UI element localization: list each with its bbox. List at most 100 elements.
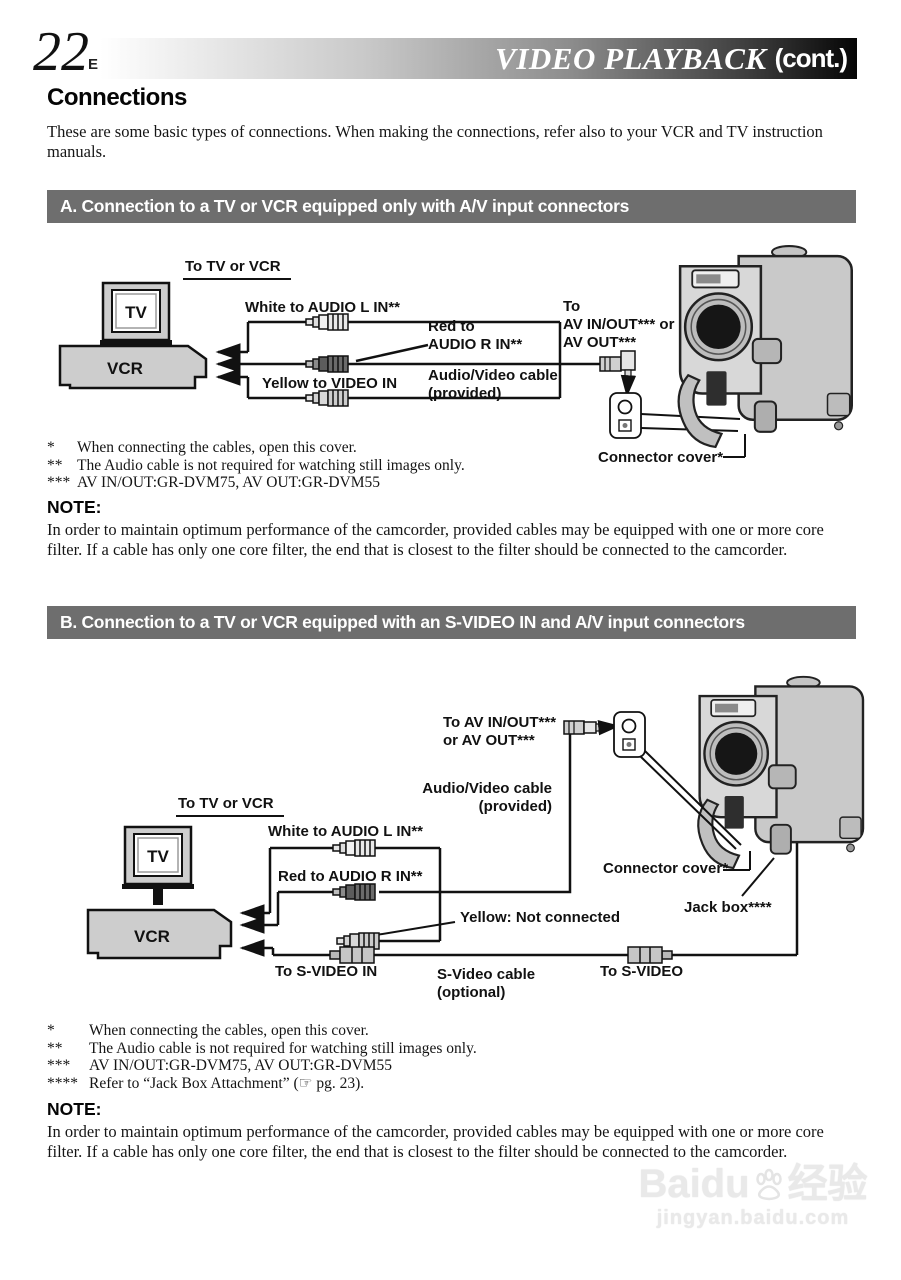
rca-plug-white-a [305,313,349,331]
section-a-title-bar: A. Connection to a TV or VCR equipped on… [47,190,856,223]
av-cable-label-a-line2: (provided) [428,385,502,402]
vcr-b-label: VCR [134,927,170,946]
header-title: VIDEO PLAYBACK [495,40,767,76]
white-plug-label-a: White to AUDIO L IN** [245,299,400,316]
av-cable-label-b: Audio/Video cable (provided) [380,780,552,816]
tv-a-label: TV [125,303,147,322]
footnote-row: **** Refer to “Jack Box Attachment” (☞ p… [47,1075,857,1093]
rca-plug-red-a [305,355,349,373]
vcr-b-illustration: VCR [86,908,233,960]
footnote-mark: **** [47,1074,78,1092]
diagram-a: TV VCR [58,244,853,458]
av-cable-label-a: Audio/Video cable (provided) [428,367,558,403]
baidu-paw-icon [755,1168,782,1201]
watermark-url: jingyan.baidu.com [656,1207,850,1229]
to-svideo-label: To S-VIDEO [600,963,684,980]
note-heading-a: NOTE: [47,497,102,517]
page-number: 22 [33,21,89,83]
footnotes-a: * When connecting the cables, open this … [47,439,857,492]
watermark: Baidu 经验 jingyan.baidu.com [618,1162,888,1230]
connector-cover-pointer-b [723,851,751,871]
rca-plug-yellow-b [336,932,380,950]
vcr-a-input-arrows [215,322,306,398]
vcr-a-label: VCR [107,359,143,378]
footnote-mark: ** [47,1039,63,1057]
diagram-b: TV VCR [86,675,865,964]
jack-box-pointer [741,857,775,897]
av-jack-label-b-line1: To AV IN/OUT*** [443,714,557,731]
footnote-mark: * [47,439,55,456]
red-plug-label-a-line2: AUDIO R IN** [428,336,523,353]
footnote-text: AV IN/OUT:GR-DVM75, AV OUT:GR-DVM55 [89,1057,393,1074]
rca-plug-yellow-a [305,389,349,407]
footnote-mark: *** [47,1057,71,1074]
svideo-connector-left [329,946,375,964]
jack-box-label: Jack box**** [684,899,772,916]
footnote-text: Refer to “Jack Box Attachment” (☞ pg. 23… [89,1074,365,1092]
footnote-mark: *** [47,474,71,491]
section-b-title-bar: B. Connection to a TV or VCR equipped wi… [47,606,856,639]
av-cable-label-a-line1: Audio/Video cable [428,367,558,384]
tv-a-illustration: TV [100,281,172,348]
av-jack-label-a-line3: AV OUT*** [563,334,637,351]
footnote-text: The Audio cable is not required for watc… [77,456,465,474]
note-body-a: In order to maintain optimum performance… [47,520,824,559]
tv-b-label: TV [147,847,169,866]
footnote-text: The Audio cable is not required for watc… [89,1039,477,1057]
rca-plug-red-b [332,883,376,901]
watermark-brand-row: Baidu 经验 [618,1162,888,1206]
to-tv-or-vcr-label-b: To TV or VCR [176,795,284,817]
note-heading-b: NOTE: [47,1099,102,1119]
svideo-cable-label-line2: (optional) [437,984,506,1001]
camcorder-b-illustration [697,675,865,870]
to-svideo-in-label: To S-VIDEO IN [275,963,378,980]
connector-cover-pointer-a [723,434,746,458]
vcr-a-illustration: VCR [58,344,208,390]
mini-av-plug-b [563,719,621,736]
footnote-row: * When connecting the cables, open this … [47,439,857,457]
white-plug-label-b: White to AUDIO L IN** [268,823,423,840]
note-body-b: In order to maintain optimum performance… [47,1122,824,1161]
red-plug-label-a-line1: Red to [428,318,475,335]
tv-b-illustration: TV [122,825,194,905]
red-plug-label-b: Red to AUDIO R IN** [278,868,423,885]
watermark-brand: Baidu [638,1162,750,1206]
header-cont-label: (cont.) [774,43,848,73]
av-jack-label-a-line2: AV IN/OUT*** or [563,316,675,333]
footnote-text: When connecting the cables, open this co… [77,439,357,456]
av-cable-a-lines [248,320,600,400]
jack-plate-a [609,392,741,439]
footnote-row: *** AV IN/OUT:GR-DVM75, AV OUT:GR-DVM55 [47,1057,857,1075]
footnote-mark: ** [47,456,63,474]
to-tv-or-vcr-label-a: To TV or VCR [183,258,291,280]
jack-plate-b [613,711,742,850]
rca-plug-white-b [332,839,376,857]
footnote-row: * When connecting the cables, open this … [47,1022,857,1040]
connector-cover-label-b: Connector cover* [603,860,729,877]
av-cable-label-b-line2: (provided) [478,798,552,815]
yellow-plug-label-a: Yellow to VIDEO IN [262,375,398,392]
av-jack-label-a-line1: To [563,298,581,315]
footnotes-b: * When connecting the cables, open this … [47,1022,857,1092]
av-jack-label-b-line2: or AV OUT*** [443,732,535,749]
connector-cover-label-a: Connector cover* [598,449,724,466]
av-cable-label-b-line1: Audio/Video cable [422,780,552,797]
section-heading: Connections [47,84,187,111]
footnote-mark: * [47,1022,55,1039]
svideo-cable-label-line1: S-Video cable [437,966,536,983]
red-plug-label-a: Red to AUDIO R IN** [428,318,522,354]
intro-paragraph: These are some basic types of connection… [47,122,823,161]
footnote-row: *** AV IN/OUT:GR-DVM75, AV OUT:GR-DVM55 [47,474,857,492]
watermark-brand-cn: 经验 [787,1162,868,1206]
vcr-b-input-arrows [239,848,280,957]
av-jack-label-a: To AV IN/OUT*** or AV OUT*** [563,298,674,352]
yellow-not-connected-label: Yellow: Not connected [460,909,621,926]
mini-av-plug-a [599,350,637,398]
av-jack-label-b: To AV IN/OUT*** or AV OUT*** [443,714,556,750]
footnote-row: ** The Audio cable is not required for w… [47,457,857,475]
footnote-text: AV IN/OUT:GR-DVM75, AV OUT:GR-DVM55 [77,474,381,491]
svideo-connector-right [627,946,673,964]
header-banner: VIDEO PLAYBACK (cont.) [100,38,857,79]
footnote-text: When connecting the cables, open this co… [89,1022,369,1039]
